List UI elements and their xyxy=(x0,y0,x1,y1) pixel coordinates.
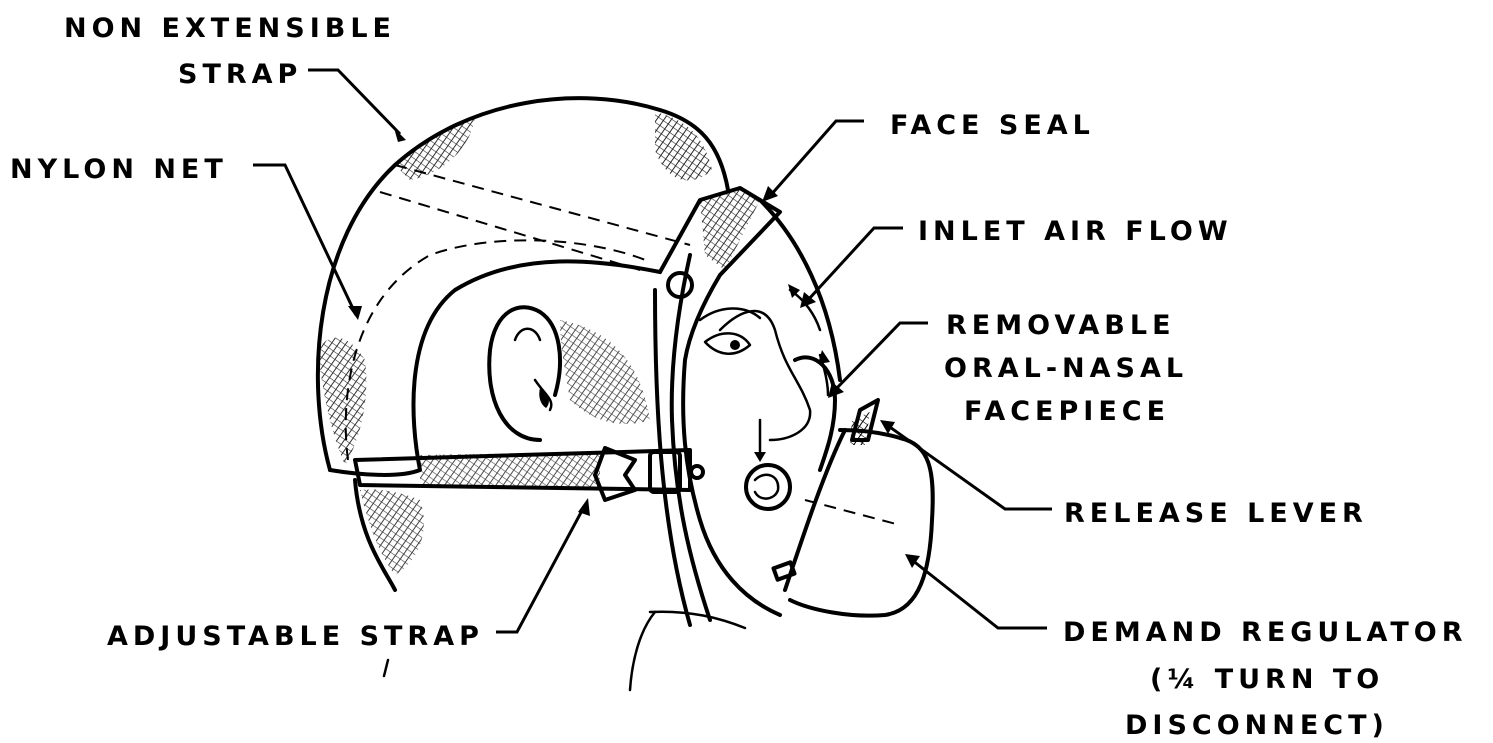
leader-nylon-net xyxy=(253,165,356,315)
cheek-shading xyxy=(560,320,650,424)
neck-front xyxy=(630,612,655,690)
leader-demand-regulator xyxy=(912,560,1047,628)
leader-release-lever xyxy=(887,425,1052,509)
frame-rivet-upper xyxy=(668,273,692,297)
label-face-seal: FACE SEAL xyxy=(890,110,1095,141)
demand-regulator xyxy=(790,430,933,616)
label-demand-regulator-line3: DISCONNECT) xyxy=(1125,710,1389,741)
stitch-top xyxy=(395,165,690,245)
regulator-front-rim xyxy=(785,430,845,590)
ear-canal xyxy=(539,388,549,408)
eye-pupil xyxy=(730,340,740,350)
label-demand-regulator-line1: DEMAND REGULATOR xyxy=(1063,617,1468,648)
frame-rivet-lower xyxy=(691,466,703,478)
label-removable-line2: ORAL-NASAL xyxy=(944,353,1188,384)
leader-adjustable-strap xyxy=(496,505,585,632)
arrow-nylon-net xyxy=(348,306,362,320)
adjustable-strap-texture xyxy=(420,452,600,488)
helmet-shade-right xyxy=(655,112,712,180)
nose-flow-arrowhead xyxy=(754,452,766,462)
labels: NON EXTENSIBLE STRAP NYLON NET ADJUSTABL… xyxy=(10,13,1468,741)
mouth-valve-inner xyxy=(755,475,778,499)
oral-nasal-facepiece xyxy=(795,357,835,470)
arrow-non-extensible-strap xyxy=(394,128,406,142)
nape-shading xyxy=(360,489,424,575)
label-inlet-air-flow: INLET AIR FLOW xyxy=(918,216,1233,247)
face-profile xyxy=(720,311,810,440)
label-non-extensible-strap-line2: STRAP xyxy=(178,59,302,90)
head-illustration xyxy=(318,98,933,690)
label-release-lever: RELEASE LEVER xyxy=(1064,498,1368,529)
label-removable-line1: REMOVABLE xyxy=(946,310,1176,341)
regulator-axis xyxy=(805,500,900,525)
eye xyxy=(705,333,750,353)
label-nylon-net: NYLON NET xyxy=(10,154,228,185)
leader-removable-facepiece xyxy=(835,323,928,390)
leader-inlet-air-flow xyxy=(808,228,903,300)
label-demand-regulator-line2: (¼ TURN TO xyxy=(1150,664,1384,695)
leader-face-seal xyxy=(770,121,864,196)
ground-tick xyxy=(384,660,388,676)
label-non-extensible-strap-line1: NON EXTENSIBLE xyxy=(64,13,396,44)
chin-strap-bottom xyxy=(650,612,745,628)
label-adjustable-strap: ADJUSTABLE STRAP xyxy=(107,621,484,652)
ear-outline xyxy=(489,307,560,440)
helmet-shade-top xyxy=(395,118,475,180)
mouth-valve xyxy=(746,465,790,509)
strap-buckle xyxy=(595,448,635,500)
face-seal-shading xyxy=(700,188,760,270)
label-removable-line3: FACEPIECE xyxy=(964,396,1170,427)
stitch-mid xyxy=(380,192,640,270)
leader-non-extensible-strap xyxy=(308,70,400,134)
